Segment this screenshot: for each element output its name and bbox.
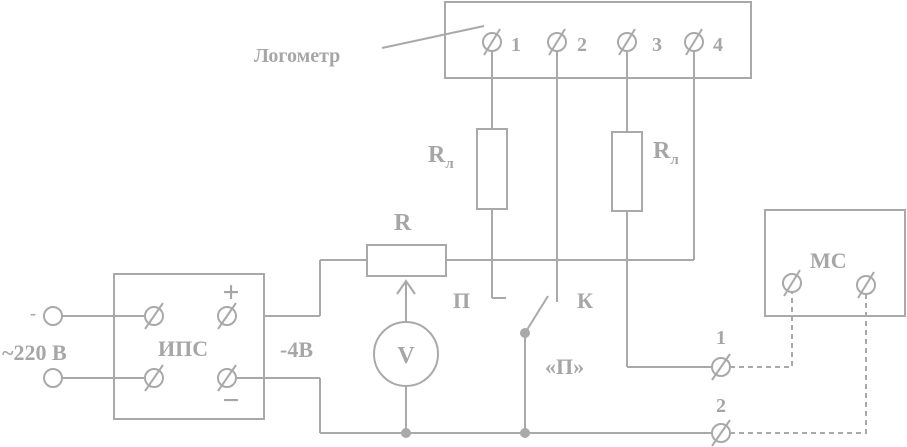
terminal-2-label: 2: [577, 34, 587, 56]
switch-position-label: «П»: [545, 354, 584, 379]
ips-box: [113, 273, 265, 420]
dashed-wire-ms-2: [730, 294, 867, 434]
minus-sign: −: [222, 384, 239, 417]
voltmeter-label: V: [397, 343, 415, 369]
line-resistor-2: [611, 131, 643, 212]
logometer-box: [444, 1, 752, 79]
slider-arrow-icon: [396, 279, 416, 295]
terminal-1-label: 1: [511, 34, 521, 56]
mains-terminal-1: [43, 306, 63, 326]
ms-terminal-2-label: 2: [716, 395, 726, 417]
plus-sign: +: [222, 276, 239, 309]
ms-terminal-1-label: 1: [716, 327, 726, 349]
rheostat: [366, 244, 447, 277]
ips-label: ИПС: [158, 336, 208, 361]
output-voltage-label: -4В: [280, 337, 313, 362]
logometer-leader-line: [381, 25, 485, 49]
rl1-label: Rл: [428, 142, 454, 172]
terminal-3-label: 3: [652, 34, 662, 56]
junction-dot-voltmeter: [401, 428, 411, 438]
ms-label: МС: [810, 248, 847, 273]
ips-terminal-plus: [217, 302, 237, 330]
mains-terminal-2: [43, 368, 63, 388]
switch-k-blade: [524, 295, 549, 334]
ms-box: [764, 209, 906, 317]
mains-minus-label: -: [30, 303, 36, 323]
mains-voltage-label: ~220 В: [2, 340, 67, 365]
logometer-label: Логометр: [254, 45, 340, 67]
contact-p-label: П: [453, 288, 470, 313]
ms-line-terminal-1: [711, 353, 731, 381]
rheostat-label: R: [394, 210, 412, 236]
dashed-wire-ms-1: [730, 292, 793, 368]
terminal-4-label: 4: [713, 34, 723, 56]
ms-line-terminal-2: [711, 419, 731, 447]
contact-k-label: К: [577, 288, 593, 313]
rl2-label: Rл: [653, 138, 679, 168]
line-resistor-1: [476, 128, 508, 210]
junction-dot-switch: [520, 428, 530, 438]
